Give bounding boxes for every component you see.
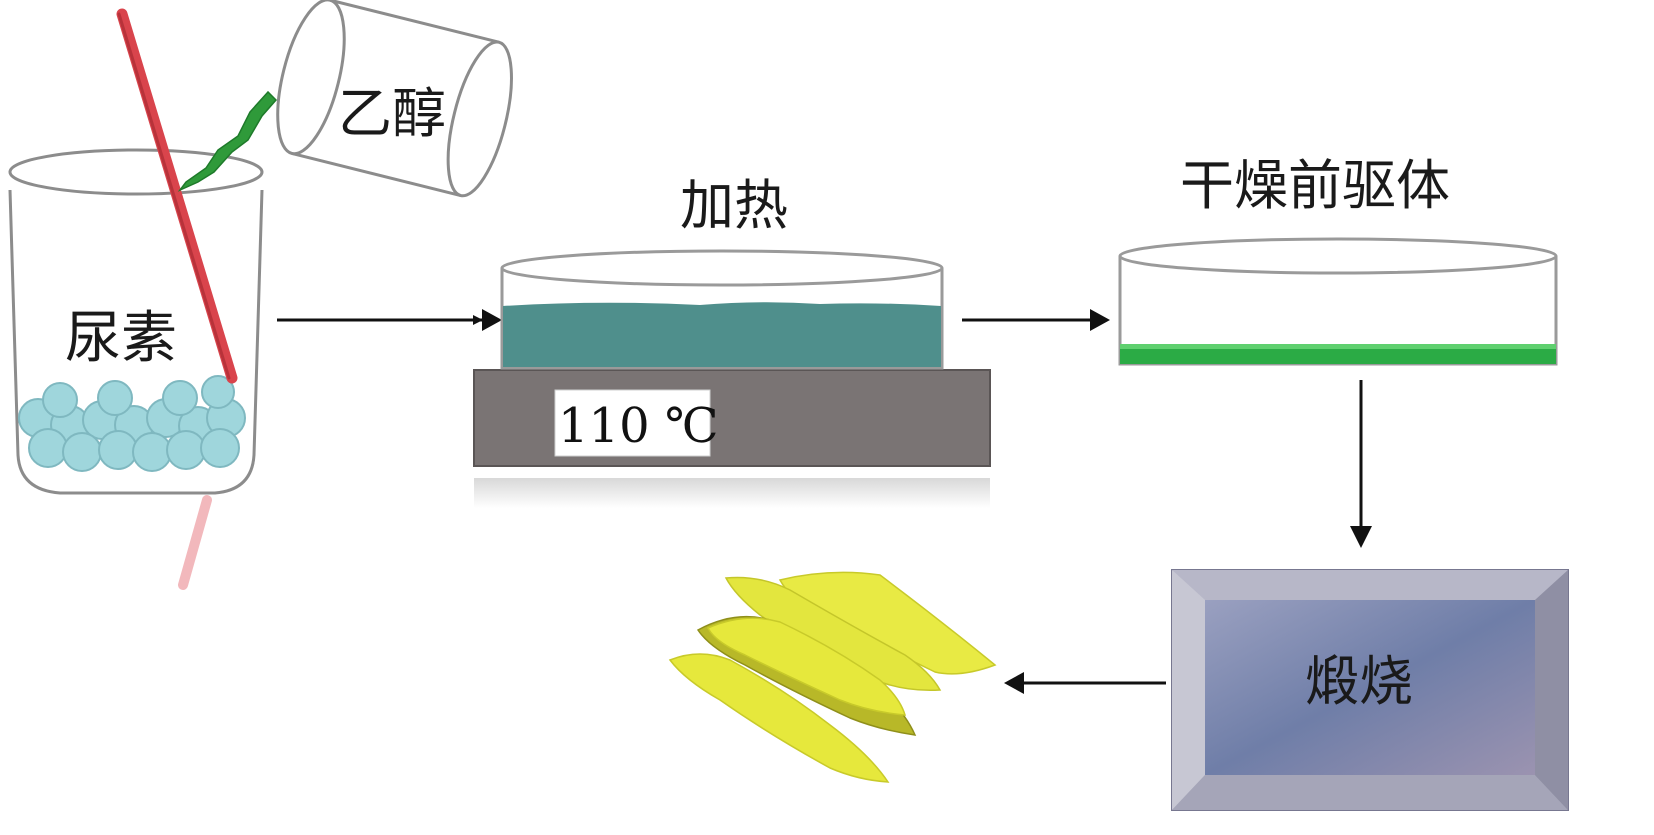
furnace-bottom-bevel xyxy=(1172,775,1568,810)
hot-plate-shadow xyxy=(474,478,990,508)
temperature-display xyxy=(554,389,711,457)
beaker-body xyxy=(8,189,264,495)
heating-label: 加热 xyxy=(680,174,788,237)
calcination-label: 煅烧 xyxy=(1305,650,1413,713)
furnace-chamber xyxy=(1205,600,1535,775)
calcination-furnace: 煅烧 xyxy=(1171,569,1569,811)
heating-station: 加热 110 ℃ xyxy=(473,174,991,508)
product-nanosheets xyxy=(668,571,997,783)
precursor-dish-rim xyxy=(1118,237,1558,275)
furnace-top-bevel xyxy=(1172,570,1568,600)
ethanol-container-mouth xyxy=(276,0,346,156)
stir-rod-reflection xyxy=(178,495,212,590)
ethanol-container-base xyxy=(446,40,513,198)
heated-liquid xyxy=(503,302,941,367)
heating-dish-rim xyxy=(500,249,944,287)
temperature-label: 110 ℃ xyxy=(558,398,719,454)
ethanol-container xyxy=(276,0,513,198)
hot-plate xyxy=(473,369,991,467)
dry-precursor-label: 干燥前驱体 xyxy=(1180,154,1450,217)
ethanol-container-body xyxy=(291,0,500,197)
nanosheet-middle-top xyxy=(706,617,907,716)
furnace-left-bevel xyxy=(1172,570,1205,810)
nanosheet-bottom xyxy=(668,653,890,783)
urea-label: 尿素 xyxy=(65,306,177,371)
beaker-with-urea: 尿素 xyxy=(8,8,278,590)
stir-rod xyxy=(116,8,238,384)
ethanol-label: 乙醇 xyxy=(338,82,446,145)
urea-beads xyxy=(18,375,246,472)
dry-precursor-dish: 干燥前驱体 xyxy=(1118,154,1558,366)
furnace-right-bevel xyxy=(1535,570,1568,810)
beaker-rim xyxy=(8,148,264,196)
heating-dish-walls xyxy=(500,268,944,370)
ethanol-stream xyxy=(177,90,278,192)
